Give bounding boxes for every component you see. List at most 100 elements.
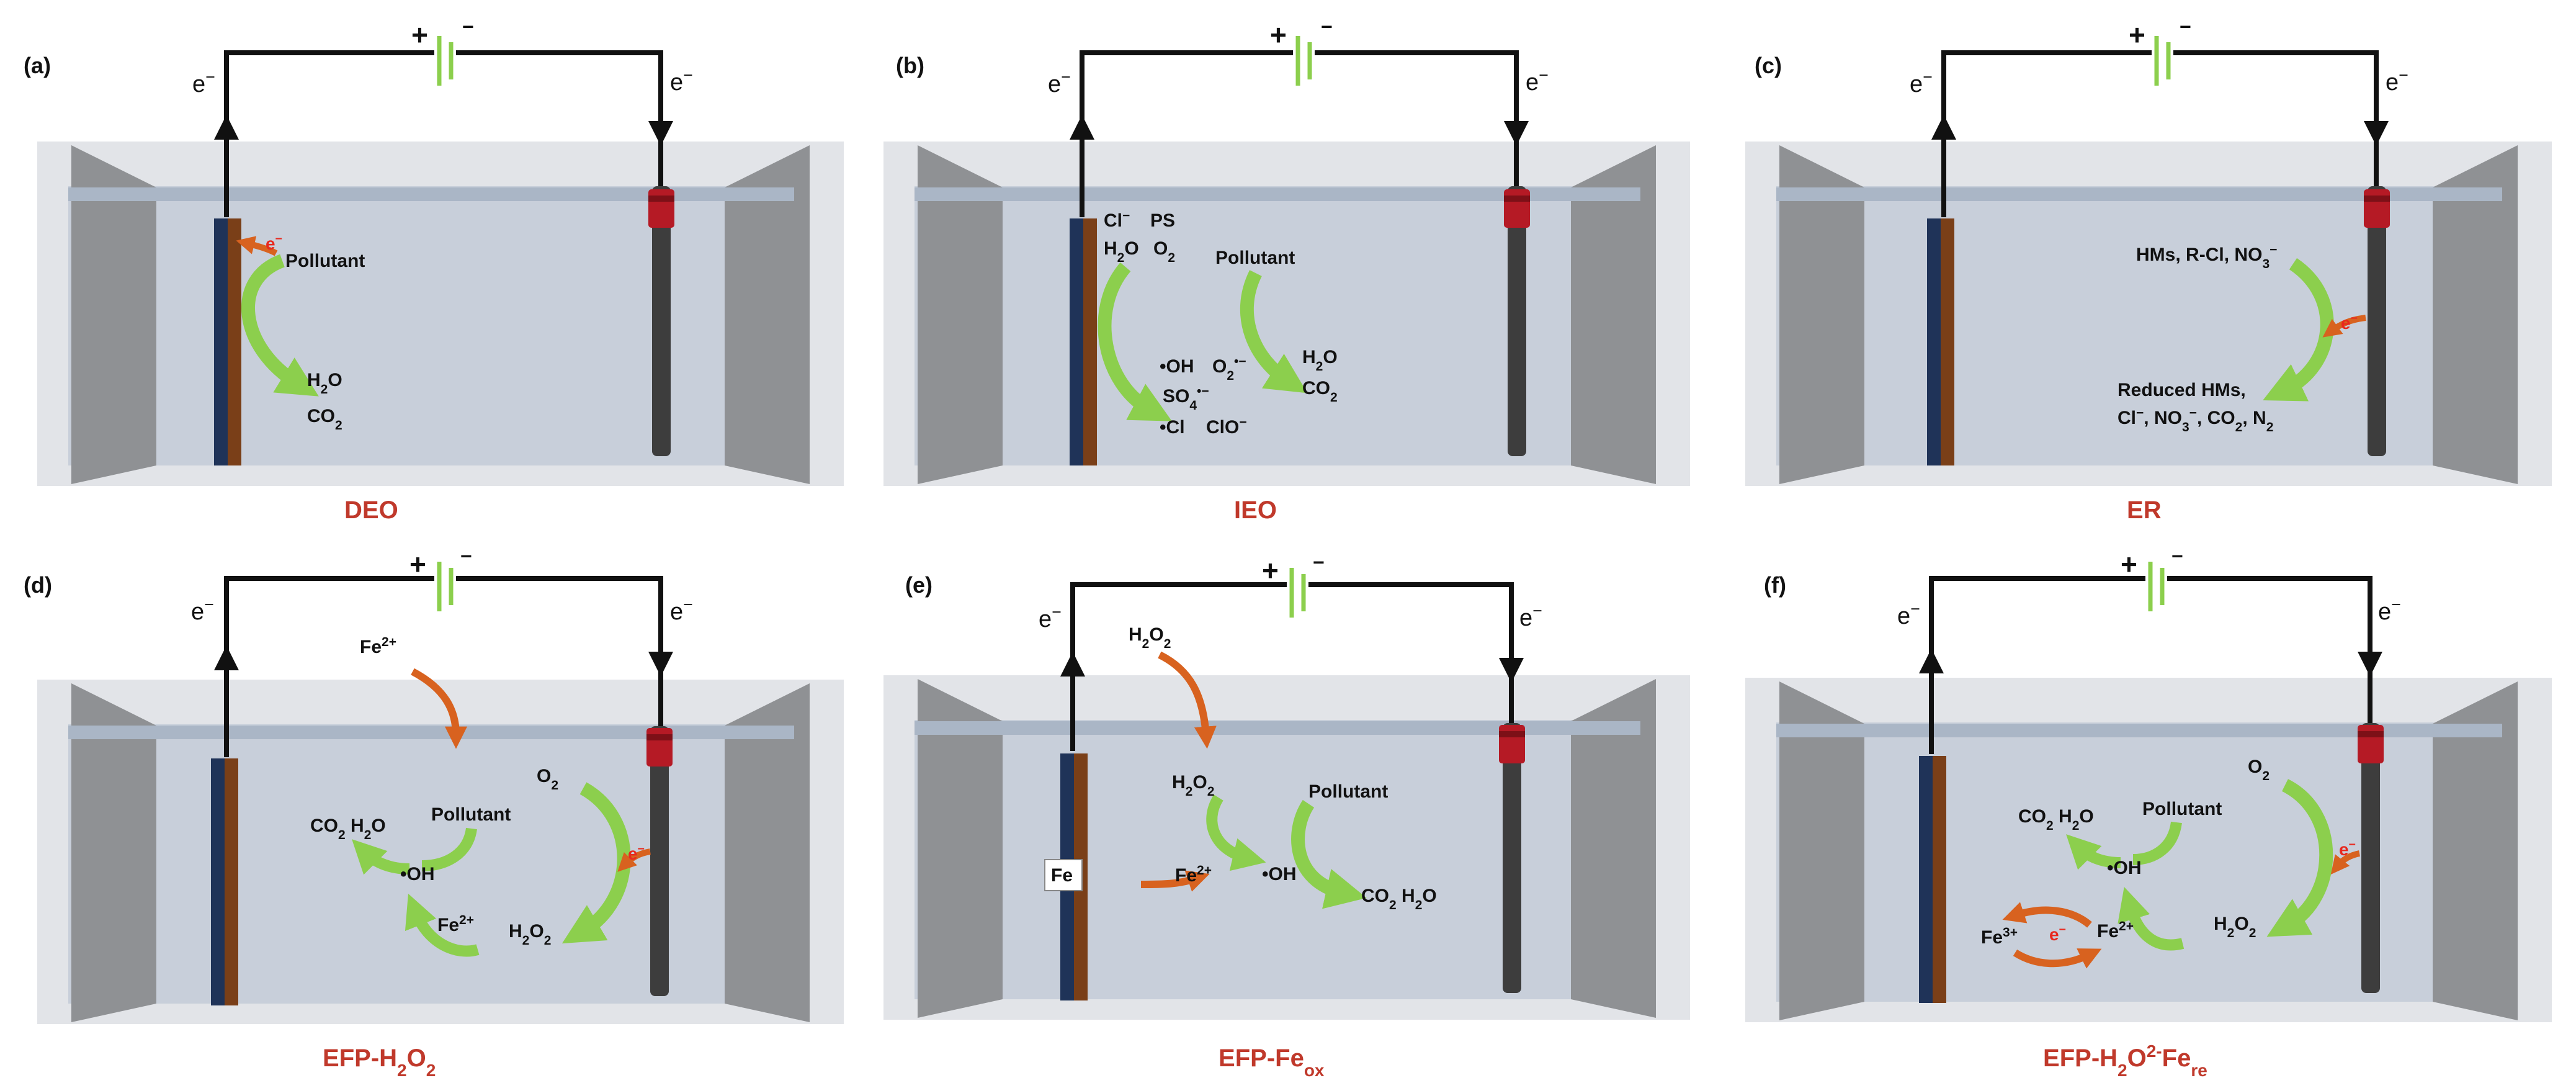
anode	[211, 758, 238, 1005]
superoxide-label: O2•−	[1212, 354, 1246, 383]
fe2-top-label: Fe2+	[360, 635, 396, 658]
panel-label: (e)	[905, 572, 932, 598]
minus-sign: −	[2171, 545, 2183, 567]
reactor-tank	[883, 142, 1690, 486]
fe-label: Fe	[1051, 865, 1073, 886]
right-wall	[725, 145, 810, 484]
external-circuit: + − e− e−	[1897, 545, 2401, 754]
green-arrow	[1240, 270, 1308, 393]
external-circuit: + − e− e−	[192, 16, 693, 217]
green-arrow	[352, 839, 410, 875]
anode	[1919, 756, 1946, 1003]
panel-f: (f) + − e− e− O2 CO2 H2O	[1745, 545, 2552, 1080]
green-arrow	[1291, 799, 1367, 909]
pollutant-label: Pollutant	[1308, 781, 1388, 802]
panel-c: (c) + − e− e− e− HMs, R-Cl, NO3− Reduced…	[1745, 16, 2552, 524]
pollutant-label: Pollutant	[2142, 799, 2222, 819]
reactor-tank	[1745, 678, 2552, 1022]
reactor-tank	[883, 675, 1690, 1020]
co2-h2o-label: CO2 H2O	[2018, 806, 2094, 833]
electron-label-right: e−	[2378, 595, 2401, 625]
orange-arrow	[1158, 651, 1217, 749]
green-arrow	[1098, 262, 1172, 421]
reaction-scheme: O2 CO2 H2O Pollutant •OH e− Fe3+ e− Fe2+…	[1981, 757, 2361, 969]
h2o-label: H2O	[1104, 238, 1139, 265]
panel-e: (e) + − e− e− Fe H2O2 H2O2 Poll	[883, 551, 1690, 1080]
cathode	[1499, 723, 1525, 993]
minus-sign: −	[460, 545, 472, 567]
external-circuit: + − e− e−	[1039, 551, 1542, 751]
right-wall	[2433, 145, 2518, 484]
pollutant-label: Pollutant	[1215, 248, 1295, 268]
co2-product-label: CO2	[1302, 378, 1338, 405]
green-arrow	[1206, 794, 1266, 871]
green-arrow	[2132, 821, 2182, 865]
minus-sign: −	[1321, 16, 1333, 38]
panel-b: (b) + − e− e− Cl− PS H2O O2 •OH O	[883, 16, 1690, 524]
plus-sign: +	[1262, 554, 1279, 587]
left-wall	[71, 683, 156, 1022]
electron-label: e−	[2339, 838, 2356, 859]
plus-sign: +	[1270, 19, 1287, 51]
pollutant-label: Pollutant	[285, 251, 365, 271]
right-wall	[1571, 145, 1656, 484]
green-arrow	[241, 254, 319, 397]
ps-label: PS	[1150, 210, 1175, 231]
reactants-label: HMs, R-Cl, NO3−	[2136, 243, 2277, 271]
plus-sign: +	[411, 19, 428, 51]
o2-label: O2	[1153, 238, 1175, 265]
sulfate-radical-label: SO4•−	[1163, 384, 1209, 413]
minus-sign: −	[2180, 16, 2191, 38]
electron-label-right: e−	[670, 66, 693, 96]
hydroxyl-radical-label: •OH	[1262, 864, 1297, 884]
orange-arrow	[236, 236, 278, 256]
left-wall	[1779, 681, 1864, 1020]
reaction-scheme: e− Pollutant H2O CO2	[236, 232, 365, 433]
left-wall	[1779, 145, 1864, 484]
panel-title: DEO	[344, 497, 398, 524]
reactor-tank	[1745, 142, 2552, 486]
electron-label-right: e−	[2386, 66, 2408, 96]
panel-a: (a) + − e− e− e− Pollutant H2O CO2 DEO	[24, 16, 844, 524]
orange-arrow	[617, 848, 651, 872]
fe3-label: Fe3+	[1981, 925, 2018, 948]
hydroxyl-radical-label: •OH	[2107, 858, 2142, 878]
anode	[1927, 218, 1954, 465]
cathode	[2364, 186, 2390, 456]
chlorine-radical-label: •Cl	[1160, 417, 1185, 438]
electron-label-right: e−	[1519, 601, 1542, 631]
left-wall	[71, 145, 156, 484]
minus-sign: −	[1313, 551, 1325, 573]
products-line1: Reduced HMs,	[2118, 380, 2246, 400]
electron-label-right: e−	[670, 595, 693, 625]
external-circuit: + − e− e−	[1048, 16, 1549, 217]
o2-label: O2	[2248, 757, 2270, 783]
reactor-tank	[37, 680, 844, 1024]
panel-label: (f)	[1764, 572, 1786, 598]
h2o2-label: H2O2	[2214, 914, 2256, 940]
cathode	[646, 726, 673, 996]
right-wall	[2433, 681, 2518, 1020]
plus-sign: +	[2129, 19, 2145, 51]
orange-arrow	[2013, 948, 2102, 969]
green-arrow	[2066, 834, 2121, 870]
electron-label: e−	[628, 842, 645, 863]
fe-label-box	[1044, 859, 1083, 891]
o2-label: O2	[537, 766, 558, 793]
hypochlorite-label: ClO−	[1206, 415, 1247, 438]
panel-title: EFP-H2O2-Fere	[2043, 1041, 2207, 1080]
panel-title: EFP-H2O2	[323, 1045, 436, 1080]
hydroxyl-radical-label: •OH	[1160, 356, 1194, 377]
reaction-scheme: Cl− PS H2O O2 •OH O2•− SO4•− •Cl ClO− Po…	[1098, 209, 1338, 438]
green-arrow	[2118, 886, 2185, 951]
panel-d: (d) + − e− e− Fe2+ O2 Pollutan	[24, 545, 844, 1080]
orange-arrow	[1140, 870, 1210, 892]
electron-label-left: e−	[1039, 603, 1062, 632]
electron-label-left: e−	[1910, 68, 1933, 97]
cathode	[2358, 723, 2384, 993]
h2o2-label: H2O2	[509, 921, 551, 948]
green-arrow	[2266, 779, 2333, 937]
panel-title: EFP-Feox	[1219, 1045, 1325, 1080]
reaction-scheme: e− HMs, R-Cl, NO3− Reduced HMs, Cl−, NO3…	[2118, 243, 2366, 434]
co2-label: CO2	[307, 406, 342, 433]
